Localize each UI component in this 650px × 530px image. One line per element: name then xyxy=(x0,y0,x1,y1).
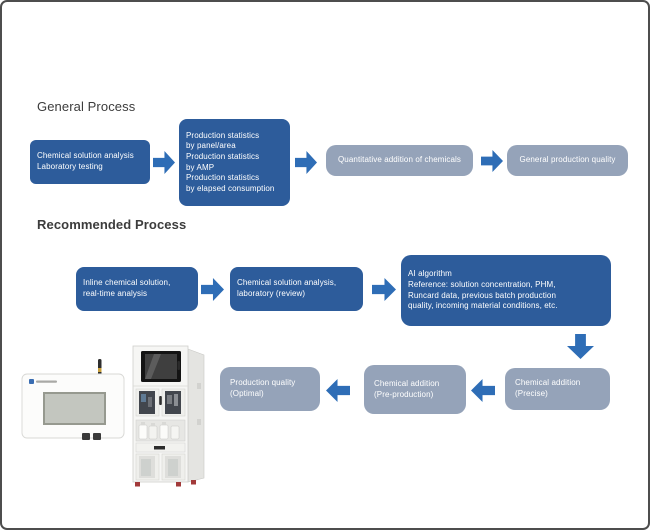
arrow-left-icon xyxy=(471,379,495,402)
recommended-step-inline-analysis: Inline chemical solution, real-time anal… xyxy=(76,267,198,311)
general-process-title: General Process xyxy=(37,99,136,114)
arrow-right-icon xyxy=(201,278,224,301)
recommended-step-production-quality-optimal: Production quality (Optimal) xyxy=(220,367,320,411)
chemical-addition-cabinet-image xyxy=(126,341,211,487)
general-step-chemical-solution-analysis: Chemical solution analysis Laboratory te… xyxy=(30,140,150,184)
recommended-step-chemical-addition-preproduction: Chemical addition (Pre-production) xyxy=(364,365,466,414)
chemical-addition-cabinet-illustration xyxy=(132,345,205,487)
arrow-down-icon xyxy=(567,334,594,359)
arrow-right-icon xyxy=(481,150,503,172)
inline-analyzer-illustration xyxy=(21,359,125,440)
recommended-step-chemical-addition-precise: Chemical addition (Precise) xyxy=(505,368,610,410)
general-step-general-production-quality: General production quality xyxy=(507,145,628,176)
recommended-step-lab-review: Chemical solution analysis, laboratory (… xyxy=(230,267,363,311)
arrow-left-icon xyxy=(326,379,350,402)
recommended-process-title: Recommended Process xyxy=(37,217,187,232)
arrow-right-icon xyxy=(372,278,396,301)
arrow-right-icon xyxy=(295,151,317,174)
recommended-step-ai-algorithm: AI algorithm Reference: solution concent… xyxy=(401,255,611,326)
general-step-quantitative-addition: Quantitative addition of chemicals xyxy=(326,145,473,176)
general-step-production-statistics: Production statistics by panel/area Prod… xyxy=(179,119,290,206)
arrow-right-icon xyxy=(153,151,175,174)
inline-analyzer-device-image xyxy=(18,356,138,451)
